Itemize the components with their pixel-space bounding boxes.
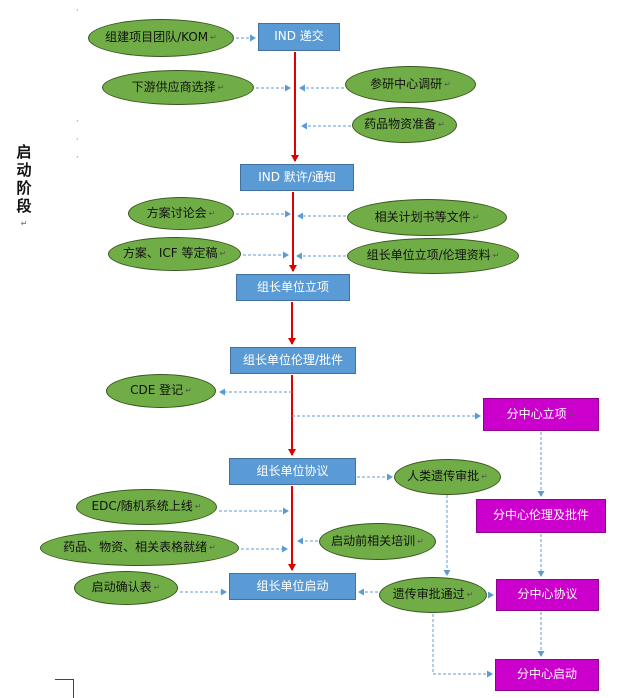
node-protocol-icf: 方案、ICF 等定稿↵	[108, 237, 241, 271]
node-lead-docs: 组长单位立项/伦理资料↵	[347, 238, 519, 274]
paragraph-mark: ,	[76, 114, 79, 123]
node-confirm-table: 启动确认表↵	[74, 571, 178, 605]
node-vendor-select: 下游供应商选择↵	[102, 70, 254, 105]
node-protocol-meeting: 方案讨论会↵	[128, 197, 234, 230]
start-phase-char: 阶	[16, 179, 32, 197]
node-plan-docs: 相关计划书等文件↵	[347, 199, 507, 236]
node-cde-register: CDE 登记↵	[106, 374, 216, 408]
paragraph-mark: ,	[76, 150, 79, 159]
node-build-team: 组建项目团队/KOM↵	[88, 19, 234, 57]
node-drug-prep: 药品物资准备↵	[352, 107, 457, 143]
node-ind-approval: IND 默许/通知	[240, 164, 354, 191]
paragraph-mark: ,	[76, 132, 79, 141]
node-site-research: 参研中心调研↵	[345, 66, 476, 103]
node-sub-agreement: 分中心协议	[496, 579, 599, 611]
genetic-pass-to-sub-start-arrow	[432, 614, 493, 678]
node-sub-ethics: 分中心伦理及批件	[476, 499, 606, 533]
node-edc-online: EDC/随机系统上线↵	[76, 489, 217, 525]
node-lead-setup: 组长单位立项	[236, 274, 350, 301]
node-genetic-pass: 遗传审批通过↵	[379, 577, 487, 613]
start-phase-label: 启 动 阶 段 ↵	[14, 143, 34, 233]
node-sub-start: 分中心启动	[495, 659, 599, 691]
start-phase-char: 段	[16, 197, 32, 215]
node-pre-training: 启动前相关培训↵	[319, 523, 436, 560]
node-materials-ready: 药品、物资、相关表格就绪↵	[40, 530, 239, 566]
node-ind-submit: IND 递交	[258, 23, 340, 51]
node-lead-ethics: 组长单位伦理/批件	[230, 347, 356, 374]
node-genetic-approval: 人类遗传审批↵	[394, 459, 501, 495]
start-phase-char: 动	[16, 161, 32, 179]
start-phase-char: 启	[16, 143, 32, 161]
page-corner-mark	[55, 679, 74, 698]
node-sub-setup: 分中心立项↵	[483, 398, 599, 431]
node-lead-agreement: 组长单位协议	[229, 458, 356, 485]
node-lead-start: 组长单位启动	[229, 573, 356, 600]
return-mark: ↵	[20, 219, 28, 228]
paragraph-mark: ,	[76, 3, 79, 12]
